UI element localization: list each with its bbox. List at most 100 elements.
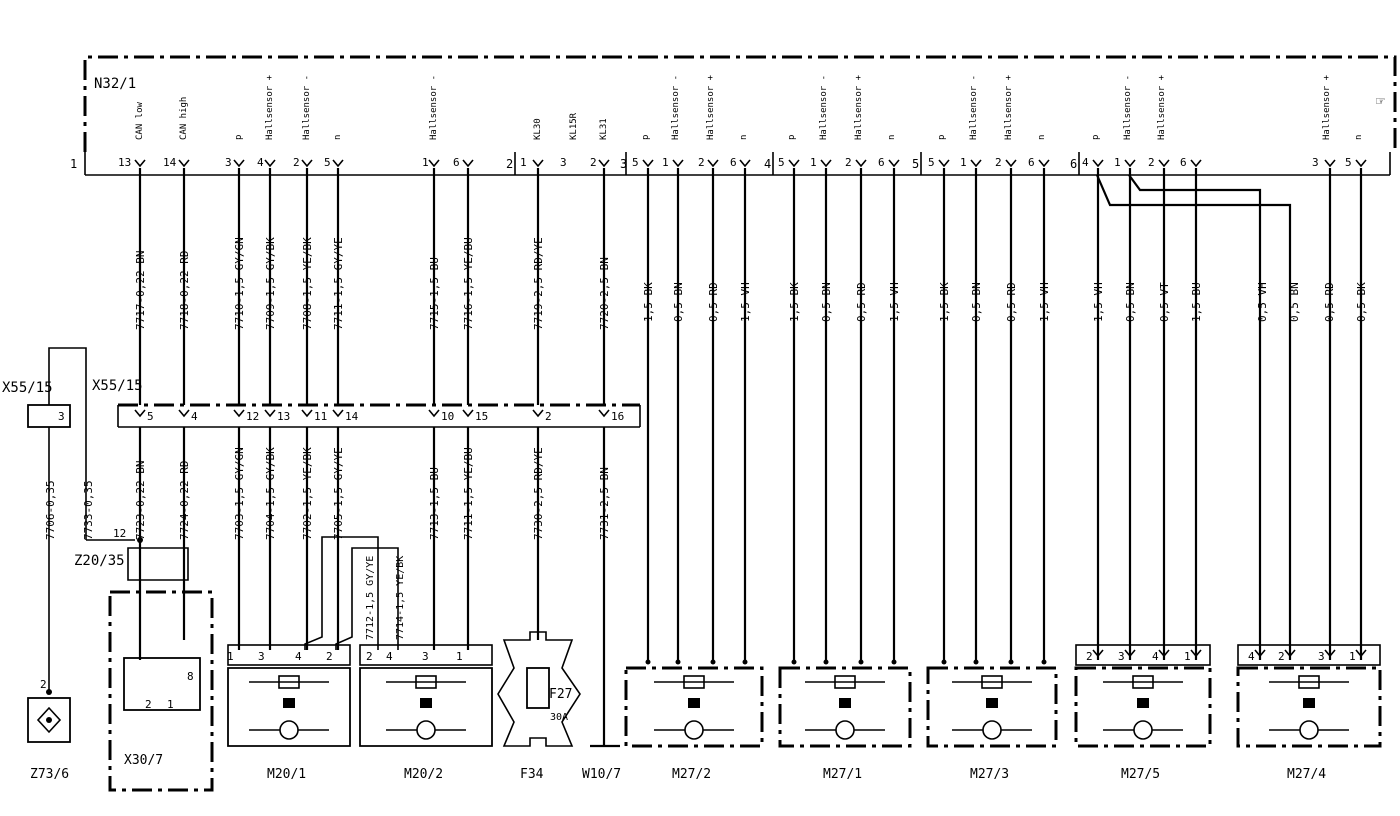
wire-label: 0,5 BN	[672, 282, 685, 322]
svg-text:6: 6	[1180, 156, 1187, 169]
svg-text:Hallsensor +: Hallsensor +	[265, 74, 275, 140]
component-label: M20/1	[267, 767, 306, 782]
wire-joint	[742, 659, 748, 665]
svg-text:1: 1	[1114, 156, 1121, 169]
pin-symbol	[134, 409, 146, 418]
pin-symbol	[1190, 649, 1202, 658]
svg-text:n: n	[1037, 135, 1047, 140]
svg-text:n: n	[333, 135, 343, 140]
pin-symbol	[178, 409, 190, 418]
motor-m27-2: M27/2	[624, 666, 764, 782]
ecu-block-number: 1	[70, 157, 77, 171]
wire-label: 1,5 BK	[642, 282, 655, 322]
splice-pin: 12	[113, 527, 126, 540]
pin-symbol	[1190, 159, 1202, 168]
connector-x55-15: X55/15 5 4 12 13 11 14 10 15 2 16	[92, 378, 641, 428]
svg-text:Hallsensor +: Hallsensor +	[706, 74, 716, 140]
ecu-blocks: 1 2 3 4 5 6	[70, 152, 1080, 175]
fuse-icon	[526, 667, 550, 709]
svg-text:n: n	[1354, 135, 1364, 140]
svg-text:5: 5	[632, 156, 639, 169]
connector-pin: 5	[147, 410, 154, 423]
pin-symbol	[855, 159, 867, 168]
ecu-name: N32/1	[94, 76, 136, 92]
wire-label: 0,5 BN	[970, 282, 983, 322]
pin-symbol	[1324, 159, 1336, 168]
pin-symbol	[739, 159, 751, 168]
component-w10-7: W10/7	[582, 744, 621, 782]
svg-text:2: 2	[590, 156, 597, 169]
wire-joint	[891, 659, 897, 665]
pin-symbol	[428, 159, 440, 168]
component-pin: 3	[1318, 650, 1325, 663]
wire-label: 7710-1,5 GY/GN	[233, 237, 246, 330]
svg-text:6: 6	[878, 156, 885, 169]
ecu-pin: 6n	[1028, 135, 1047, 169]
wire-label: 0,5 RD	[855, 282, 868, 322]
ecu-n32-1: N32/1 ☞	[83, 55, 1397, 176]
wire-joint	[941, 659, 947, 665]
component-label: M20/2	[404, 767, 443, 782]
splice-name: Z20/35	[74, 553, 125, 569]
pin-symbol	[233, 159, 245, 168]
pin-symbol	[301, 409, 313, 418]
svg-text:CAN low: CAN low	[135, 101, 145, 140]
svg-text:n: n	[887, 135, 897, 140]
cross-wires-m20: 7712-1,5 GY/YE 7714-1,5 YE/BK	[304, 536, 406, 650]
wire-label: 1,5 VH	[1038, 282, 1051, 322]
svg-text:Hallsensor -: Hallsensor -	[671, 75, 681, 140]
lower-wire-labels: 7723-0,22 BN 7724-0,22 RD 7703-1,5 GY/GN…	[134, 447, 611, 540]
wire-joint	[791, 659, 797, 665]
component-label: M27/1	[823, 767, 862, 782]
svg-text:5: 5	[778, 156, 785, 169]
wire-joint	[823, 659, 829, 665]
connector-pin: 13	[277, 410, 290, 423]
wire-label: 7718-0,22 RD	[178, 251, 191, 330]
svg-text:1: 1	[960, 156, 967, 169]
connector-name: X55/15	[92, 378, 143, 394]
svg-text:KL15R: KL15R	[569, 112, 579, 140]
svg-text:2: 2	[845, 156, 852, 169]
svg-text:5: 5	[928, 156, 935, 169]
svg-text:KL30: KL30	[533, 118, 543, 140]
pin-symbol	[1324, 649, 1336, 658]
component-x30-7: 2 1 8 X30/7	[108, 590, 214, 792]
svg-text:Hallsensor -: Hallsensor -	[819, 75, 829, 140]
motor-m27-3: M27/3	[926, 666, 1058, 782]
component-pin: 1	[1349, 650, 1356, 663]
ecu-pin: 5p	[778, 135, 797, 169]
component-pin: 4	[295, 650, 302, 663]
wire-label: 1,5 BU	[1190, 282, 1203, 322]
wire-label: 7720-2,5 BN	[598, 257, 611, 330]
component-label: M27/5	[1121, 767, 1160, 782]
svg-text:p: p	[1091, 135, 1101, 140]
pin-symbol	[1005, 159, 1017, 168]
ecu-pin: 6n	[730, 135, 749, 169]
pin-symbol	[1355, 649, 1367, 658]
component-label: M27/2	[672, 767, 711, 782]
component-f34: F27 30A F34	[497, 631, 581, 782]
svg-text:6: 6	[453, 156, 460, 169]
pin-symbol	[970, 159, 982, 168]
wire-joint	[1008, 659, 1014, 665]
wire-label: 7711-1,5 YE/BU	[462, 447, 475, 540]
ecu-block-number: 6	[1070, 157, 1077, 171]
ecu-pin: 4p	[1082, 135, 1101, 169]
component-label: Z73/6	[30, 767, 69, 782]
ecu-block-number: 5	[912, 157, 919, 171]
svg-text:Hallsensor +: Hallsensor +	[1322, 74, 1332, 140]
component-pin: 1	[227, 650, 234, 663]
pin-symbol	[462, 409, 474, 418]
connector-pin: 3	[58, 410, 65, 423]
pin-symbol	[264, 159, 276, 168]
component-pin: 4	[386, 650, 393, 663]
wire-label: 7705-1,5 GY/YE	[332, 447, 345, 540]
component-label: F34	[520, 767, 544, 782]
svg-text:p: p	[234, 135, 244, 140]
svg-text:2: 2	[40, 678, 47, 691]
